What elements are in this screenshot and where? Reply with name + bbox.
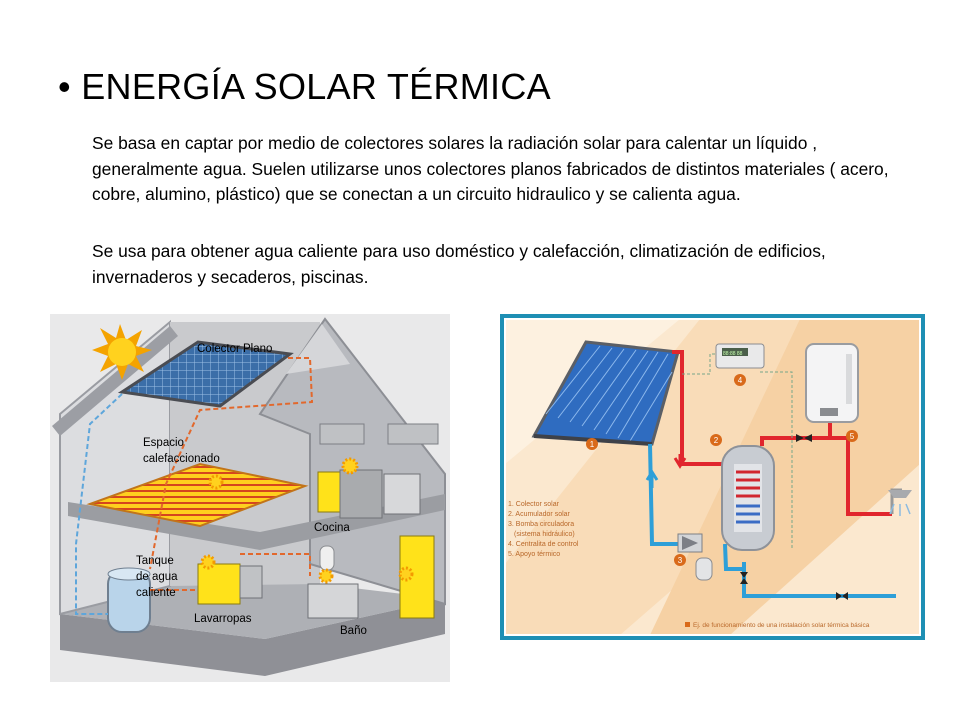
slide-title: • ENERGÍA SOLAR TÉRMICA <box>58 66 551 107</box>
hot-flow-arrow <box>673 454 687 469</box>
kitchen-yellow-unit <box>317 471 341 513</box>
label-space-line2: calefaccionado <box>143 453 220 465</box>
legend-item-5: 5. Apoyo térmico <box>508 551 560 558</box>
diagram-caption: Ej. de funcionamiento de una instalación… <box>685 622 870 629</box>
bath-yellow-unit <box>399 535 435 619</box>
label-space-line1: Espacio <box>143 437 184 449</box>
marker-4: 4 <box>734 374 746 386</box>
label-tank-line3: caliente <box>136 587 176 599</box>
upper-floor <box>68 494 445 550</box>
label-tank-line1: Tanque <box>136 555 174 567</box>
marker-5: 5 <box>846 430 858 442</box>
expansion-vessel <box>695 557 713 581</box>
valve-icon-2 <box>740 572 748 584</box>
svg-text:3: 3 <box>678 556 683 565</box>
legend-item-2: 2. Acumulador solar <box>508 511 571 518</box>
cold-flow-arrow <box>645 469 659 488</box>
svg-text:1: 1 <box>590 440 595 449</box>
laundry-unit <box>239 565 263 599</box>
svg-text:5: 5 <box>850 432 855 441</box>
house-illustration-svg: Colector Plano Espacio calefaccionado Co… <box>52 317 446 676</box>
legend-item-4: 4. Centralita de control <box>508 541 579 548</box>
svg-text:2: 2 <box>714 436 719 445</box>
caption-text: Ej. de funcionamiento de una instalación… <box>693 622 870 629</box>
gable-top <box>286 324 350 374</box>
roof-edge <box>52 326 178 436</box>
label-laundry: Lavarropas <box>194 613 252 625</box>
cold-pipe <box>75 393 123 615</box>
legend-item-1: 1. Colector solar <box>508 501 560 508</box>
bath-mirror <box>319 545 335 571</box>
hot-pipe-to-shower <box>822 436 892 516</box>
legend-item-3: 3. Bomba circuladora <box>508 521 574 528</box>
label-bath: Baño <box>340 625 367 637</box>
house-solar-illustration: Colector Plano Espacio calefaccionado Co… <box>50 314 450 682</box>
kitchen-oven <box>383 473 421 515</box>
laundry-sun-icon <box>200 554 216 570</box>
control-unit: 88:88 88 <box>715 343 765 369</box>
heated-floor <box>86 462 309 528</box>
kitchen-cabinet-2 <box>387 423 439 445</box>
shower-icon <box>888 488 912 516</box>
thermal-support-heater <box>805 343 859 423</box>
usage-paragraph: Se usa para obtener agua caliente para u… <box>92 241 826 287</box>
kitchen-counter <box>339 469 383 519</box>
floor-slab <box>60 599 445 676</box>
legend-item-3b: (sistema hidráulico) <box>514 531 575 538</box>
bath-sink <box>307 583 359 619</box>
solar-installation-svg: 88:88 88 <box>504 318 921 636</box>
circulation-pump <box>677 533 703 553</box>
label-collector: Colector Plano <box>197 343 272 355</box>
label-tank-line2: de agua <box>136 571 178 583</box>
valve-icon-3 <box>836 592 848 600</box>
intro-paragraph: Se basa en captar por medio de colectore… <box>92 133 889 204</box>
hot-water-tank <box>107 567 151 633</box>
washing-machine <box>197 563 241 605</box>
kitchen-sun-icon <box>341 457 359 475</box>
space-sun-icon <box>208 474 224 490</box>
hot-pipe-collector <box>672 350 760 466</box>
svg-text:4: 4 <box>738 376 743 385</box>
bath-sun-icon-1 <box>318 568 334 584</box>
solar-storage-tank <box>721 445 775 551</box>
sun-icon <box>92 324 152 380</box>
valve-icon <box>796 434 812 442</box>
hot-pipe <box>149 357 314 570</box>
diagram-legend: 1. Colector solar 2. Acumulador solar 3.… <box>508 501 579 558</box>
flat-collector <box>117 340 294 408</box>
solar-installation-diagram: 88:88 88 <box>500 314 925 640</box>
control-display: 88:88 88 <box>723 351 743 357</box>
hot-pipe-2 <box>150 553 311 591</box>
marker-1: 1 <box>586 438 598 450</box>
label-kitchen: Cocina <box>314 522 350 534</box>
kitchen-cabinet-1 <box>319 423 365 445</box>
marker-2: 2 <box>710 434 722 446</box>
marker-3: 3 <box>674 554 686 566</box>
bath-sun-icon-2 <box>398 566 414 582</box>
